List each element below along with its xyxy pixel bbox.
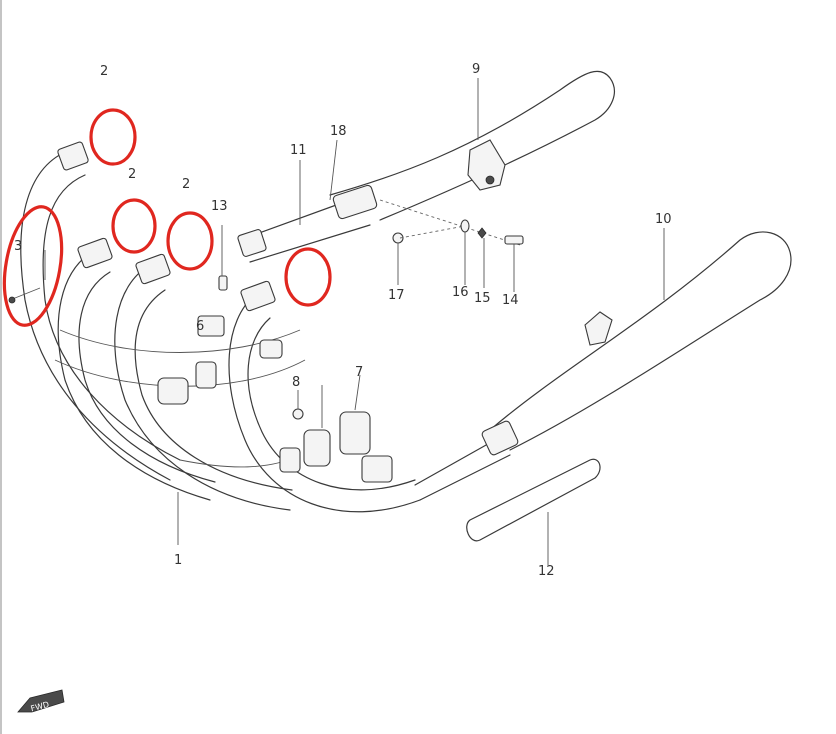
label-8: 8	[292, 375, 300, 390]
highlight-oval-bolt	[2, 205, 64, 327]
label-7: 7	[355, 365, 363, 380]
highlight-circle-2	[111, 198, 157, 254]
header-clamps	[57, 141, 301, 473]
part-labels: 2 2 2 3 13 11 18 9 10 17 16 15 14 6 8 7 …	[14, 62, 672, 713]
header-pipes	[20, 149, 421, 545]
label-18: 18	[330, 124, 347, 139]
label-6: 6	[196, 319, 204, 334]
highlight-circle-1	[89, 108, 137, 166]
highlight-marks	[2, 108, 332, 327]
fwd-arrow-icon	[17, 689, 65, 713]
bolt-3	[8, 250, 46, 304]
label-11: 11	[290, 143, 307, 158]
lower-muffler	[414, 228, 792, 501]
label-2-right: 2	[182, 177, 190, 192]
label-2-top: 2	[100, 64, 108, 79]
label-13: 13	[211, 199, 228, 214]
label-9: 9	[472, 62, 480, 77]
label-3: 3	[14, 239, 22, 254]
label-17: 17	[388, 288, 405, 303]
pipe-12	[466, 458, 601, 565]
label-16: 16	[452, 285, 469, 300]
label-14: 14	[502, 293, 519, 308]
upper-muffler	[237, 70, 615, 285]
highlight-circle-3	[166, 211, 214, 271]
label-2-mid: 2	[128, 167, 136, 182]
small-hardware	[218, 219, 524, 483]
label-10: 10	[655, 212, 672, 227]
label-12: 12	[538, 564, 555, 579]
label-15: 15	[474, 291, 491, 306]
label-1: 1	[174, 553, 182, 568]
highlight-circle-4	[284, 247, 332, 307]
